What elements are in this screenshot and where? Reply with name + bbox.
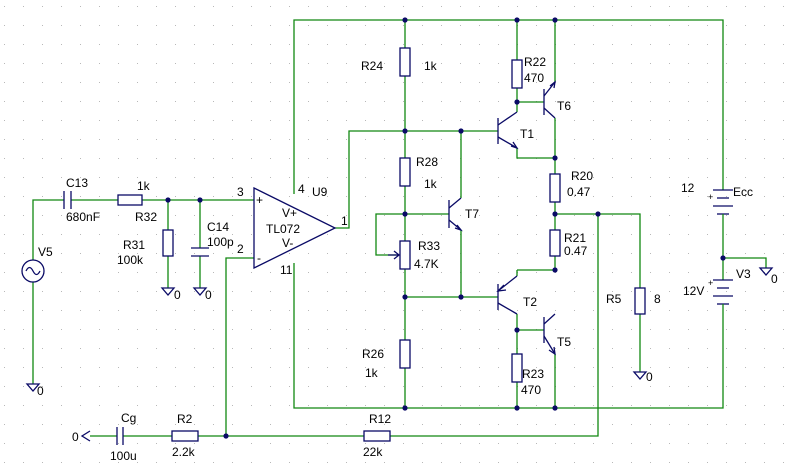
r21-label: R21 (564, 231, 586, 245)
vminus-label: V- (282, 236, 293, 250)
ground-label-cg: 0 (72, 430, 79, 444)
capacitor-c14: C14 100p (191, 220, 234, 257)
r28-label: R28 (416, 155, 438, 169)
resistor-r31: R31 100k (117, 229, 174, 267)
r24-value: 1k (424, 59, 438, 73)
plus-input-sign: + (256, 193, 263, 207)
c13-value: 680nF (66, 210, 100, 224)
resistor-r24: R24 1k (361, 47, 438, 77)
opamp-u9: 3 2 + - 4 11 1 V+ V- U9 TL072 (237, 182, 348, 277)
transistor-t5: T5 (543, 313, 571, 356)
minus-input-sign: - (257, 251, 261, 265)
r28-value: 1k (424, 177, 438, 191)
r5-value: 8 (654, 292, 661, 306)
r26-label: R26 (362, 347, 384, 361)
ground-label-r5: 0 (646, 370, 653, 384)
ground-symbols: 0 0 0 0 0 (25, 267, 778, 398)
r20-label: R20 (571, 169, 593, 183)
cg-value: 100u (110, 449, 137, 463)
ecc-value: 12 (681, 181, 695, 195)
ground-label-r31: 0 (174, 288, 181, 302)
wire-network (32, 19, 767, 437)
ground-label-v3: 0 (771, 272, 778, 286)
c13-label: C13 (66, 176, 88, 190)
r20-value: 0.47 (567, 185, 591, 199)
resistor-r23: R23 470 (511, 353, 544, 397)
resistor-r2: R2 2.2k (171, 412, 199, 459)
background-grid (4, 6, 784, 463)
v5-label: V5 (38, 245, 53, 259)
r31-value: 100k (117, 253, 144, 267)
r23-value: 470 (521, 383, 541, 397)
potentiometer-r33: R33 4.7K (388, 239, 440, 271)
r2-label: R2 (177, 412, 193, 426)
transistor-t2: T2 (496, 275, 537, 315)
transistor-t7: T7 (448, 197, 479, 232)
pin3-label: 3 (237, 185, 244, 199)
resistor-r12: R12 22k (363, 412, 391, 459)
source-v5: V5 (21, 245, 53, 283)
pin11-label: 11 (280, 263, 293, 277)
r26-value: 1k (365, 366, 379, 380)
c14-label: C14 (207, 220, 229, 234)
pin2-label: 2 (237, 242, 244, 256)
t2-label: T2 (523, 295, 537, 309)
v3-label: V3 (736, 267, 751, 281)
resistor-r5: R5 8 (606, 287, 661, 315)
t5-label: T5 (557, 335, 571, 349)
t1-label: T1 (520, 127, 534, 141)
ground-label-c14: 0 (205, 288, 212, 302)
pin4-label: 4 (298, 182, 305, 196)
r33-label: R33 (418, 239, 440, 253)
r12-label: R12 (369, 412, 391, 426)
vplus-label: V+ (282, 206, 297, 220)
v3-plus-sign: + (708, 278, 713, 288)
resistor-r32: 1k R32 (117, 179, 157, 224)
battery-v3: + V3 12V (683, 267, 751, 310)
resistor-r26: R26 1k (362, 339, 411, 380)
r32-label: R32 (135, 210, 157, 224)
r33-value: 4.7K (414, 257, 439, 271)
transistor-t6: T6 (543, 80, 571, 119)
transistor-t1: T1 (497, 111, 534, 150)
u9-label: U9 (312, 185, 328, 199)
r23-label: R23 (522, 367, 544, 381)
r5-label: R5 (606, 292, 622, 306)
v3-value: 12V (683, 284, 704, 298)
ground-label-v5: 0 (37, 384, 44, 398)
resistor-r28: R28 1k (399, 155, 438, 191)
r2-value: 2.2k (172, 445, 196, 459)
c14-value: 100p (207, 235, 234, 249)
resistor-r20: R20 0.47 (549, 169, 593, 203)
resistor-r22: R22 470 (511, 55, 546, 89)
resistor-r21: R21 0.47 (549, 229, 588, 258)
capacitor-cg: Cg 100u (110, 411, 137, 463)
u9-model: TL072 (266, 222, 300, 236)
pin1-label: 1 (341, 214, 348, 228)
r32-value: 1k (137, 179, 151, 193)
r21-value: 0.47 (564, 244, 588, 258)
battery-ecc: + 12 Ecc (681, 181, 753, 230)
t7-label: T7 (465, 207, 479, 221)
r22-value: 470 (524, 71, 544, 85)
r12-value: 22k (363, 445, 383, 459)
r24-label: R24 (361, 59, 383, 73)
capacitor-c13: C13 680nF (63, 176, 100, 224)
junction-dots (165, 17, 726, 439)
ground-input-terminal: 0 (72, 430, 91, 444)
ecc-plus-sign: + (708, 192, 713, 202)
t6-label: T6 (557, 99, 571, 113)
r31-label: R31 (123, 238, 145, 252)
cg-label: Cg (121, 411, 136, 425)
r22-label: R22 (524, 55, 546, 69)
ecc-label: Ecc (733, 185, 753, 199)
